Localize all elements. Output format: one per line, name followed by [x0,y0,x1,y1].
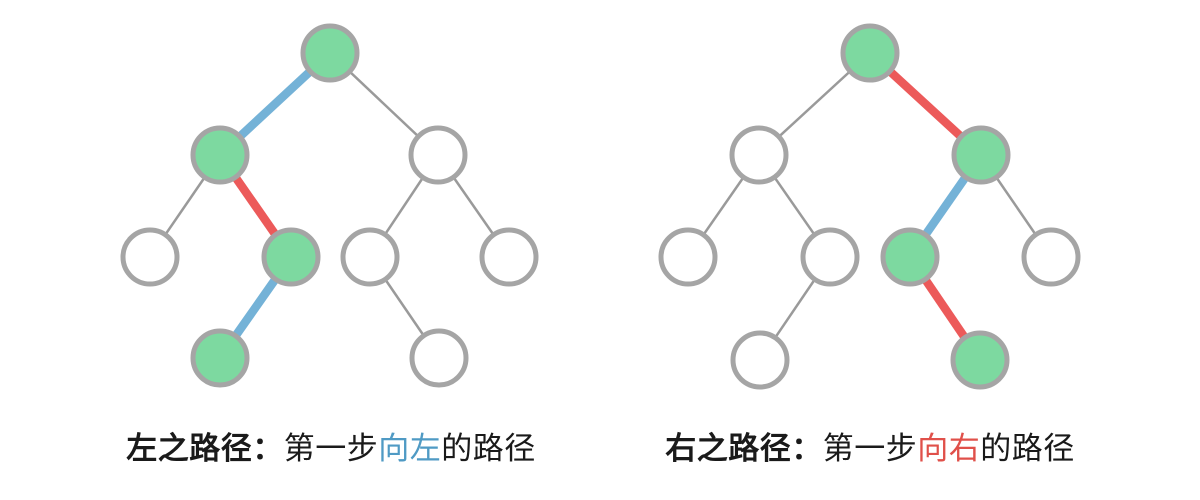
tree-node-white [408,125,468,185]
tree-node-white [120,227,180,287]
right-path-tree [658,23,1081,390]
right-caption-post: 的路径 [980,431,1075,466]
right-caption-pre: 第一步 [822,431,918,466]
right-caption: 右之路径：第一步向右的路径 [665,431,1075,467]
right-caption-highlight: 向右 [917,431,981,466]
right-caption-title: 右之路径： [665,431,823,466]
left-path-tree [120,23,539,388]
tree-node-white [340,227,400,287]
tree-node-white [658,227,718,287]
tree-node-green [190,328,250,388]
tree-node-green [880,227,940,287]
tree-node-green [840,23,900,83]
tree-node-green [300,23,360,83]
left-caption-highlight: 向左 [378,431,442,466]
tree-node-white [479,227,539,287]
left-caption: 左之路径：第一步向左的路径 [126,431,536,467]
tree-node-green [951,125,1011,185]
tree-node-white [729,125,789,185]
tree-node-green [261,227,321,287]
tree-node-green [950,330,1010,390]
tree-node-white [800,227,860,287]
left-caption-post: 的路径 [441,431,536,466]
left-caption-pre: 第一步 [283,431,379,466]
left-caption-title: 左之路径： [126,431,284,466]
tree-node-green [190,125,250,185]
tree-node-white [730,330,790,390]
tree-node-white [1021,227,1081,287]
tree-node-white [409,328,469,388]
